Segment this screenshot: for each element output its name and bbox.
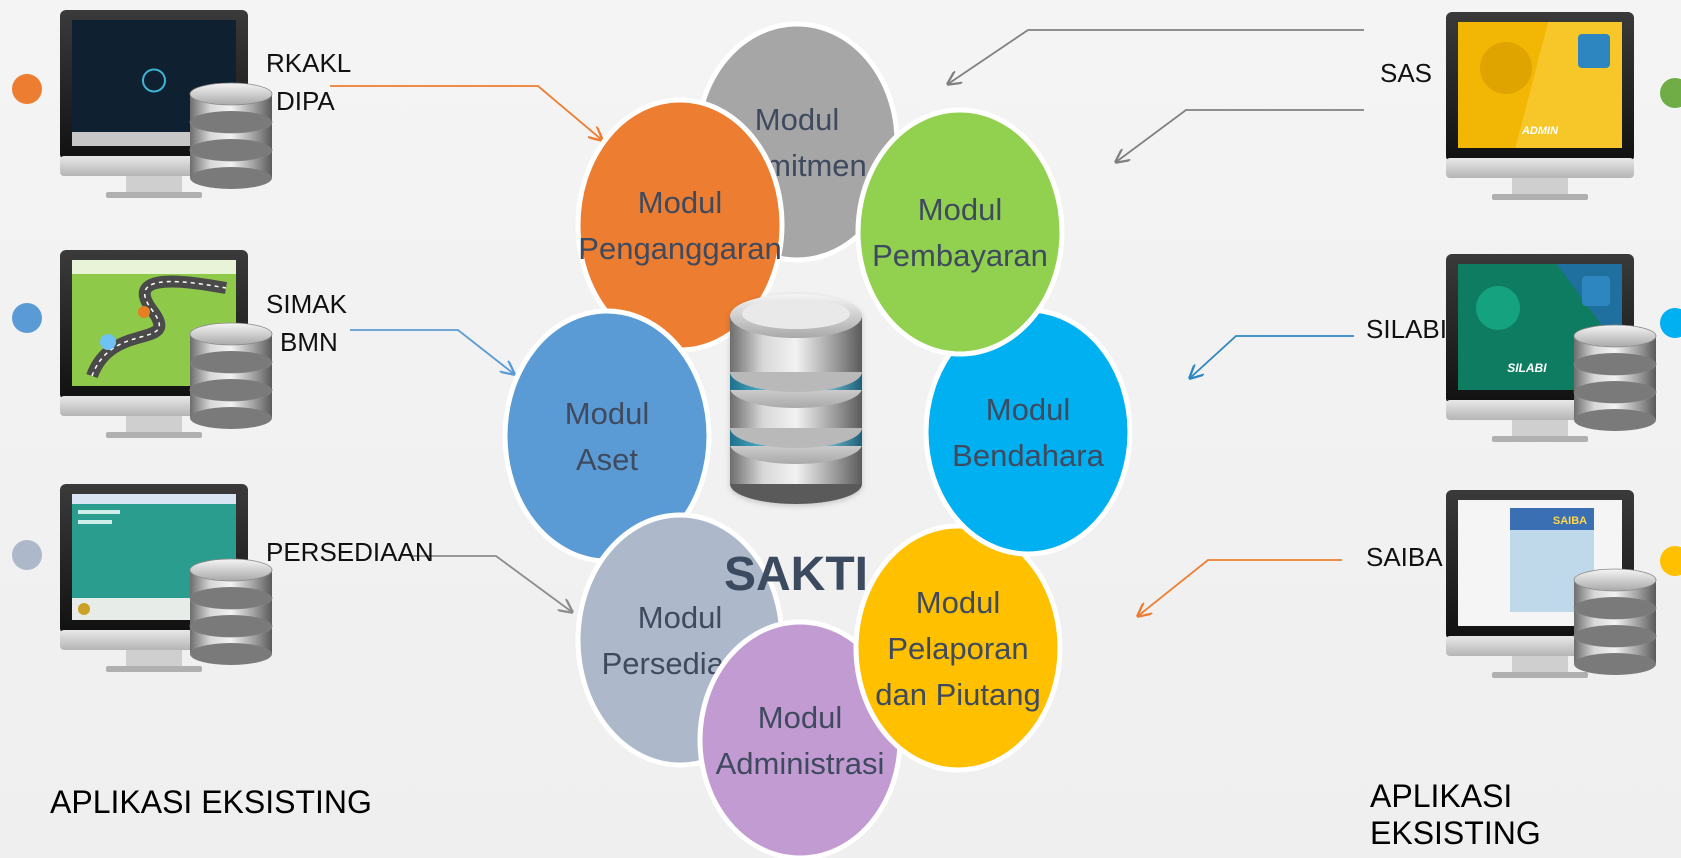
- bullet-dot-yellow: [1660, 546, 1681, 576]
- central-database-icon: [730, 294, 862, 504]
- existing-apps: ADMIN SILABI SAIBA: [60, 10, 1657, 678]
- connector-arrow-4: [948, 29, 1364, 84]
- module-pembayaran-shape: [855, 107, 1065, 357]
- svg-text:SAIBA: SAIBA: [1553, 515, 1587, 527]
- module-bendahara-label-2: Bendahara: [952, 438, 1104, 473]
- connector-arrow-2: [350, 329, 514, 374]
- module-aset-label-1: Modul: [565, 396, 649, 431]
- module-administrasi-label-2: Administrasi: [716, 746, 885, 781]
- footer-left-label: APLIKASI EKSISTING: [50, 784, 372, 820]
- module-pelaporan-label-1: Modul: [916, 585, 1000, 620]
- module-pembayaran-label-2: Pembayaran: [872, 238, 1048, 273]
- database-saiba-icon: [1573, 568, 1657, 675]
- connector-arrow-3: [410, 555, 572, 612]
- module-penganggaran-label-1: Modul: [638, 185, 722, 220]
- app-label-persediaan: PERSEDIAAN: [266, 537, 434, 567]
- app-label-saiba: SAIBA: [1366, 542, 1443, 572]
- module-pelaporan-label-3: dan Piutang: [875, 677, 1040, 712]
- module-pelaporan-label-2: Pelaporan: [887, 631, 1028, 666]
- bullet-dot-orange: [12, 74, 42, 104]
- svg-text:SILABI: SILABI: [1507, 361, 1547, 375]
- module-pelaporan-shape: [853, 523, 1063, 773]
- database-rkakl-icon: [189, 82, 273, 189]
- bullet-dot-gray: [12, 540, 42, 570]
- footer-right-label: APLIKASI EKSISTING: [1370, 778, 1541, 851]
- module-pembayaran-label-1: Modul: [918, 192, 1002, 227]
- database-simak-icon: [189, 322, 273, 429]
- connector-arrow-5: [1116, 109, 1364, 162]
- bullet-dot-cyan: [1660, 308, 1681, 338]
- app-label-sas: SAS: [1380, 58, 1433, 88]
- bullet-dot-blue: [12, 303, 42, 333]
- svg-text:ADMIN: ADMIN: [1521, 125, 1559, 137]
- bullet-dot-green: [1660, 78, 1681, 108]
- module-penganggaran-label-2: Penganggaran: [578, 231, 781, 266]
- connector-lines: [330, 29, 1364, 616]
- monitor-sas-icon: ADMIN: [1446, 12, 1634, 200]
- module-petals: ModulKomitmenModulPenganggaranModulAsetM…: [502, 21, 1133, 858]
- module-bendahara-label-1: Modul: [986, 392, 1070, 427]
- module-administrasi-label-1: Modul: [758, 700, 842, 735]
- connector-arrow-7: [1138, 559, 1342, 616]
- connector-arrow-1: [330, 85, 602, 140]
- center-label: SAKTI: [724, 548, 868, 601]
- database-silabi-icon: [1573, 324, 1657, 431]
- module-persediaan-label-1: Modul: [638, 600, 722, 635]
- connector-arrow-6: [1190, 335, 1354, 378]
- database-persediaan-icon: [189, 558, 273, 665]
- monitor-simak-icon: [60, 250, 248, 438]
- module-aset-label-2: Aset: [576, 442, 638, 477]
- module-komitmen-label-1: Modul: [755, 102, 839, 137]
- app-label-silabi: SILABI: [1366, 314, 1447, 344]
